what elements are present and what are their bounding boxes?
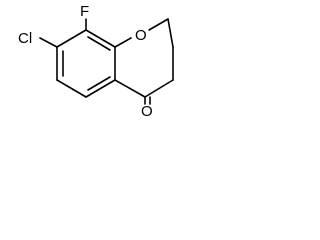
fluorine-label: F <box>80 3 89 20</box>
bond-o1-c2 <box>148 18 169 31</box>
molecule-structure: F Cl O O <box>18 3 174 120</box>
bond-ring-a6 <box>56 29 87 48</box>
chlorine-label: Cl <box>18 30 32 47</box>
bond-c8a-o1 <box>114 37 132 48</box>
bond-c2-c3 <box>167 18 174 48</box>
carbonyl-oxygen-label: O <box>141 103 153 120</box>
bond-c4-c4a <box>144 79 174 98</box>
bond-c7-cl <box>39 37 58 48</box>
bond-aromatic-inner-1 <box>87 36 111 51</box>
ring-oxygen-label: O <box>135 27 147 44</box>
bond-c4a-c8a-link <box>114 79 146 98</box>
bond-ring-a4 <box>56 79 87 98</box>
bond-ring-a1 <box>85 29 116 48</box>
bond-ring-a3 <box>85 79 116 98</box>
bond-aromatic-inner-2 <box>87 76 111 91</box>
